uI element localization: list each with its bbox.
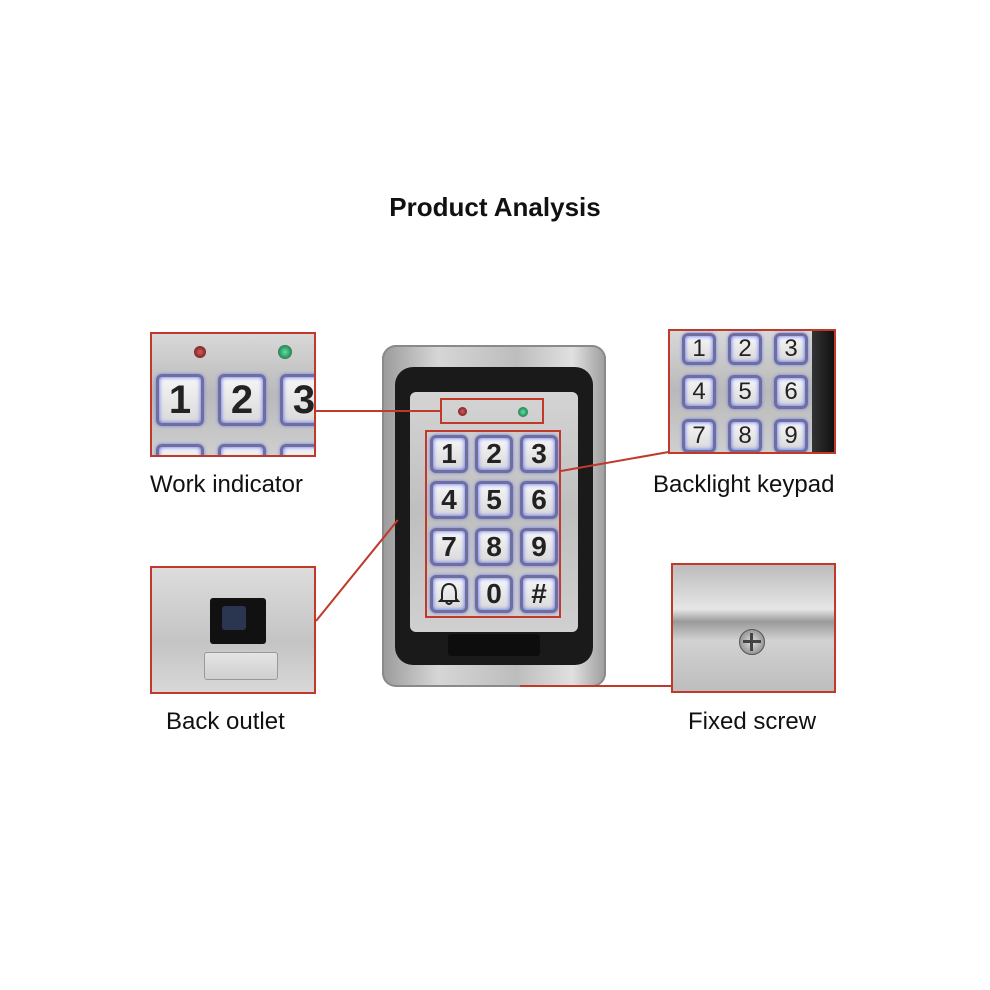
detail-key-3: 3 <box>774 333 808 365</box>
detail-key-2: 2 <box>728 333 762 365</box>
key-9: 9 <box>520 528 558 566</box>
back-outlet-detail-panel <box>150 566 316 694</box>
bell-key <box>430 575 468 613</box>
fixed-screw-detail-panel <box>671 563 836 693</box>
work-indicator-highlight <box>440 398 544 424</box>
detail-key-4: 4 <box>682 375 716 409</box>
red-led-icon <box>194 346 206 358</box>
key-hash: # <box>520 575 558 613</box>
green-led-icon <box>278 345 292 359</box>
detail-key-6: 6 <box>774 375 808 409</box>
work-indicator-detail-panel: 1 2 3 <box>150 332 316 457</box>
detail-key-9: 9 <box>774 419 808 452</box>
caption-back-outlet: Back outlet <box>166 708 285 735</box>
key-7: 7 <box>430 528 468 566</box>
detail-key-row2 <box>280 444 314 455</box>
device-edge <box>812 331 834 452</box>
detail-key-1: 1 <box>156 374 204 426</box>
page-title: Product Analysis <box>389 192 601 222</box>
detail-key-5: 5 <box>728 375 762 409</box>
key-0: 0 <box>475 575 513 613</box>
key-1: 1 <box>430 435 468 473</box>
detail-key-8: 8 <box>728 419 762 452</box>
callout-line-fixed-screw <box>520 685 671 687</box>
outlet-socket-icon <box>210 598 266 644</box>
bell-icon <box>438 582 460 605</box>
detail-key-7: 7 <box>682 419 716 452</box>
key-3: 3 <box>520 435 558 473</box>
device-bottom-recess <box>448 634 540 656</box>
key-4: 4 <box>430 481 468 519</box>
key-5: 5 <box>475 481 513 519</box>
detail-key-2: 2 <box>218 374 266 426</box>
caption-backlight-keypad: Backlight keypad <box>653 471 835 498</box>
caption-fixed-screw: Fixed screw <box>688 708 817 735</box>
backlight-keypad-highlight: 1 2 3 4 5 6 7 8 9 0 # <box>425 430 561 618</box>
detail-key-row2 <box>156 444 204 455</box>
detail-key-3: 3 <box>280 374 314 426</box>
detail-key-1: 1 <box>682 333 716 365</box>
key-6: 6 <box>520 481 558 519</box>
key-2: 2 <box>475 435 513 473</box>
key-8: 8 <box>475 528 513 566</box>
green-led-icon <box>518 407 528 417</box>
backlight-keypad-detail-panel: 1 2 3 4 5 6 7 8 9 <box>668 329 836 454</box>
caption-work-indicator: Work indicator <box>150 471 303 498</box>
detail-key-row2 <box>218 444 266 455</box>
callout-line-work-indicator <box>316 410 441 412</box>
red-led-icon <box>458 407 467 416</box>
outlet-cover-slot <box>204 652 278 680</box>
screw-icon <box>739 629 765 655</box>
